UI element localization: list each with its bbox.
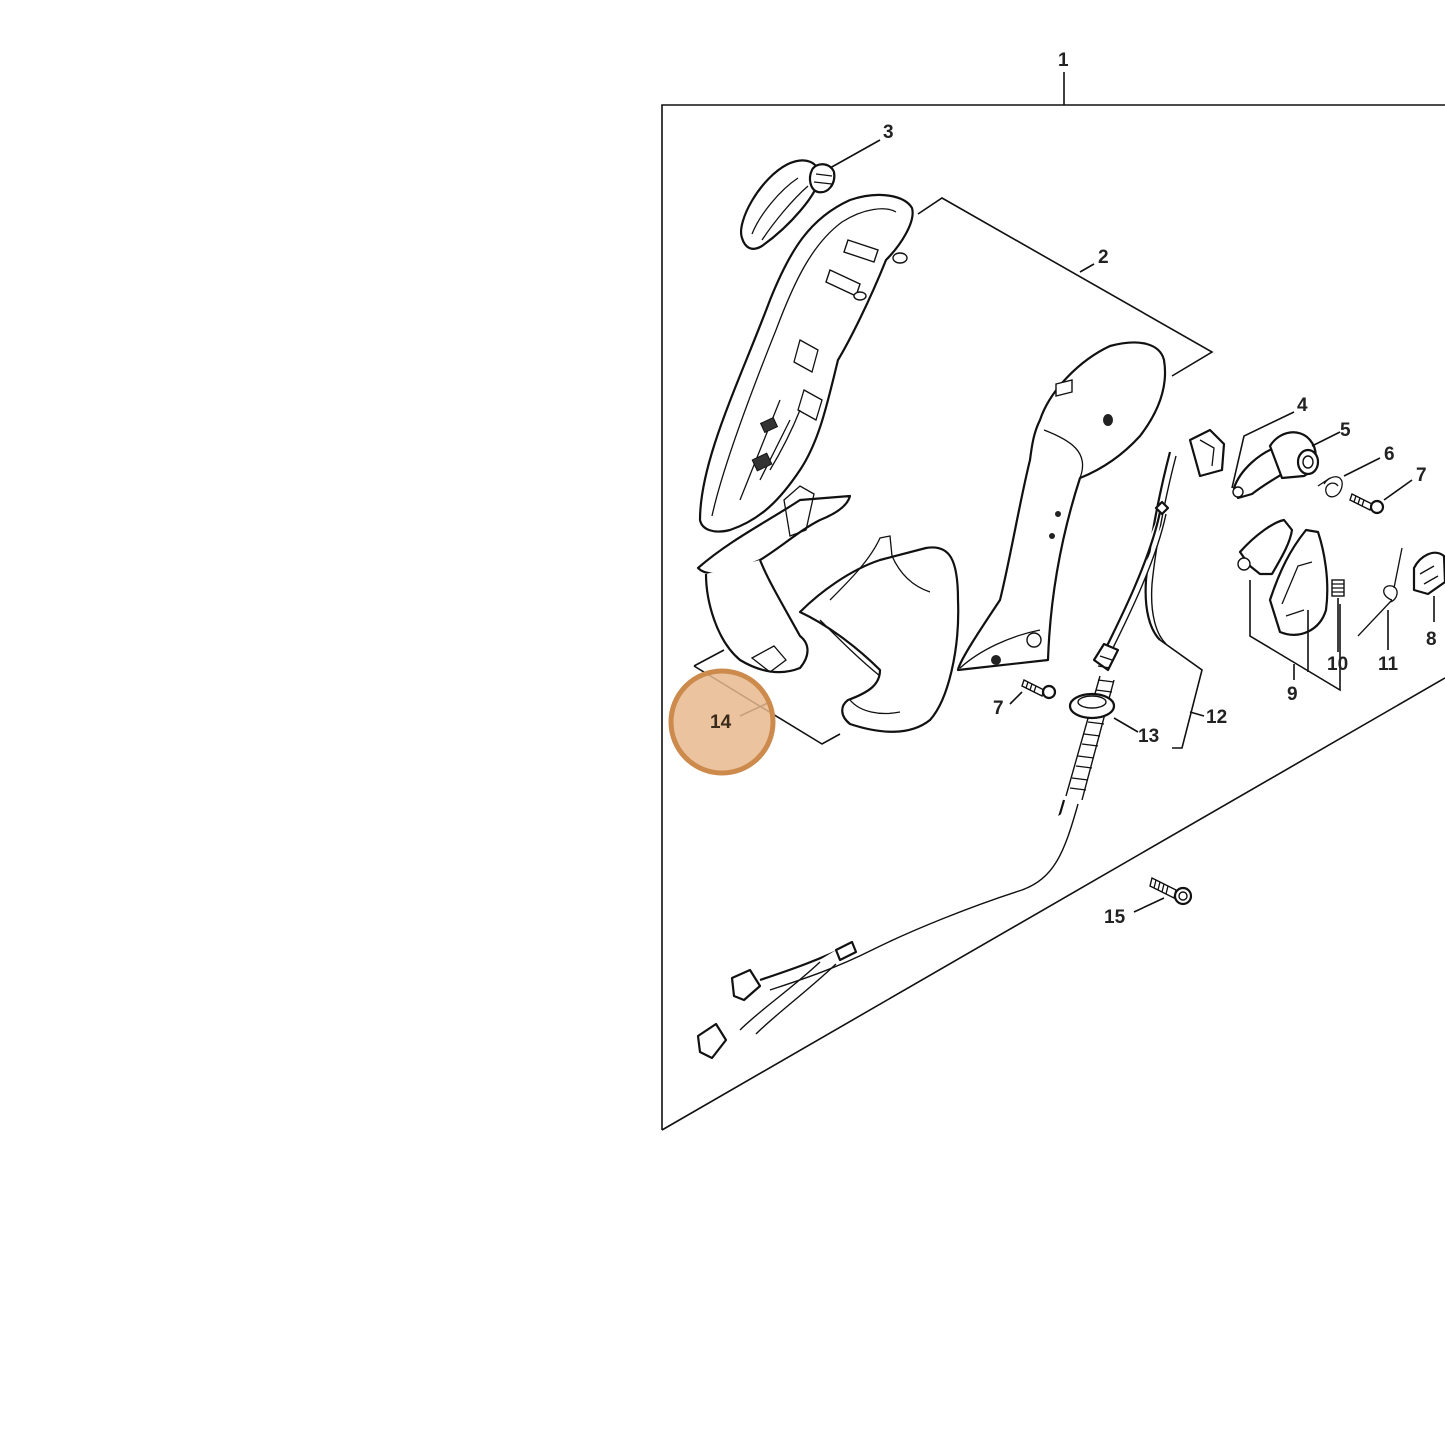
part-15-screw (1149, 876, 1193, 906)
part-5-knob (1268, 431, 1320, 480)
part-10-spring (1331, 579, 1345, 597)
callout-7-right[interactable]: 7 (1416, 465, 1427, 486)
part-11-torsion-spring (1357, 547, 1403, 637)
handle-shell (698, 193, 914, 533)
part-7-screw-right (1349, 493, 1385, 515)
part-8-clip (1412, 551, 1445, 596)
callout-6[interactable]: 6 (1384, 444, 1395, 465)
callout-13[interactable]: 13 (1138, 726, 1159, 747)
callout-4[interactable]: 4 (1297, 395, 1308, 416)
callout-14[interactable]: 14 (710, 712, 732, 733)
callout-15[interactable]: 15 (1104, 907, 1126, 928)
assembly-frame (661, 72, 1445, 1131)
callout-2[interactable]: 2 (1098, 247, 1109, 268)
callout-7-left[interactable]: 7 (993, 698, 1004, 719)
callout-9[interactable]: 9 (1287, 684, 1298, 705)
part-3-lever (739, 159, 836, 250)
part-14-cover (696, 485, 960, 733)
callout-10[interactable]: 10 (1327, 654, 1348, 675)
part-7-screw-left (1021, 679, 1057, 700)
part-6-spring (1317, 476, 1343, 498)
callout-3[interactable]: 3 (883, 122, 894, 143)
wire-harness (696, 428, 1226, 1060)
part-2-housing (956, 341, 1167, 672)
leader-lines (693, 139, 1435, 913)
highlight-circle (668, 668, 776, 776)
callout-1[interactable]: 1 (1058, 50, 1069, 71)
callout-5[interactable]: 5 (1340, 420, 1351, 441)
callout-labels[interactable]: 1 2 3 4 5 6 7 7 8 9 10 11 12 13 14 15 (710, 50, 1437, 928)
callout-11[interactable]: 11 (1378, 654, 1399, 675)
callout-12[interactable]: 12 (1206, 707, 1227, 728)
part-9-trigger-plates (1237, 518, 1329, 636)
callout-8[interactable]: 8 (1426, 629, 1437, 650)
